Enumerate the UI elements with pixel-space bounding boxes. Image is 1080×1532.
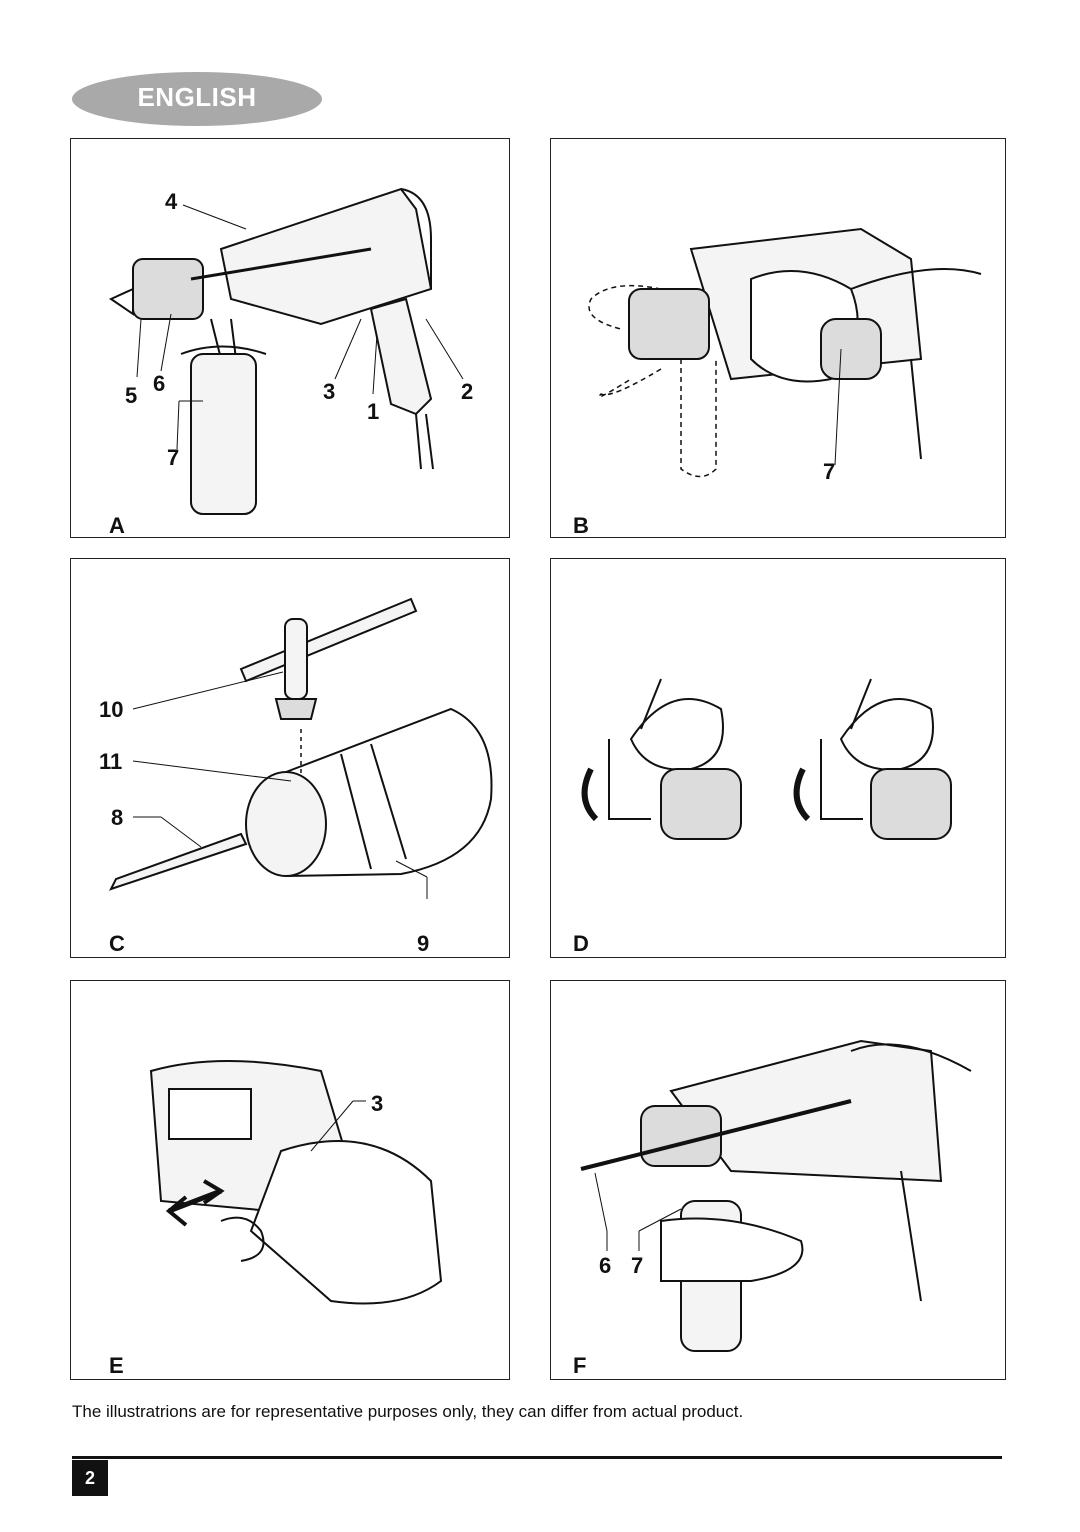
callout-11: 11 [99, 749, 123, 774]
figure-f: 6 7 F [550, 980, 1006, 1380]
figure-c: 10 11 8 9 C [70, 558, 510, 958]
callout-5: 5 [125, 383, 138, 408]
drill-handle-illustration [588, 227, 982, 478]
callout-2: 2 [461, 379, 474, 404]
callout-7: 7 [167, 445, 180, 470]
speed-switch-illustration [149, 1060, 443, 1305]
figure-label: F [573, 1353, 587, 1378]
callout-7: 7 [823, 459, 836, 484]
disclaimer-text: The illustratrions are for representativ… [72, 1402, 744, 1421]
figure-label: B [573, 513, 589, 538]
language-label: ENGLISH [137, 82, 257, 112]
callout-1: 1 [367, 399, 380, 424]
callout-10: 10 [99, 697, 124, 722]
callout-9: 9 [417, 931, 430, 956]
callout-6: 6 [153, 371, 166, 396]
callout-4: 4 [165, 189, 178, 214]
callout-7: 7 [631, 1253, 644, 1278]
language-badge: ENGLISH [72, 72, 322, 126]
drill-illustration [108, 187, 464, 515]
chuck-key-illustration [109, 597, 493, 899]
callout-6: 6 [599, 1253, 612, 1278]
figure-e: 3 E [70, 980, 510, 1380]
figure-a: 4 5 6 3 1 2 7 A [70, 138, 510, 538]
figure-label: D [573, 931, 589, 956]
figure-label: E [109, 1353, 124, 1378]
figure-d: D [550, 558, 1006, 958]
footer-rule [72, 1456, 1002, 1459]
chuck-removal-illustration [581, 678, 952, 840]
figure-label: A [109, 513, 125, 538]
page-number: 2 [72, 1460, 108, 1496]
depth-stop-illustration [580, 1039, 972, 1352]
figure-b: 7 B [550, 138, 1006, 538]
callout-8: 8 [111, 805, 124, 830]
callout-3: 3 [371, 1091, 384, 1116]
callout-3: 3 [323, 379, 336, 404]
figure-label: C [109, 931, 125, 956]
